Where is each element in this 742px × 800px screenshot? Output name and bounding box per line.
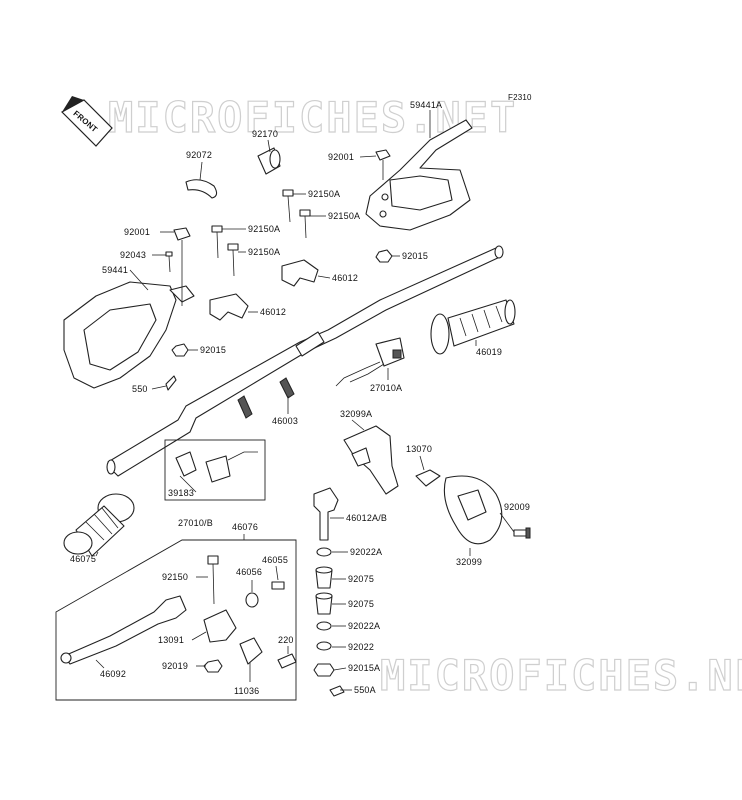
label-92150: 92150 (162, 572, 188, 582)
label-32099: 32099 (456, 557, 482, 567)
part-labels: 59441A 92170 92072 92001 92150A 92150A 9… (70, 100, 530, 696)
grip-right-46019 (430, 299, 516, 355)
label-92022: 92022 (348, 642, 374, 652)
pin-92043 (165, 251, 173, 273)
label-46076: 46076 (232, 522, 258, 532)
nut-92019 (203, 659, 223, 673)
front-arrow-icon: FRONT (61, 96, 113, 147)
part-46055 (271, 581, 285, 590)
clamp-46012-upper (281, 259, 319, 287)
label-46075: 46075 (70, 554, 96, 564)
label-46055: 46055 (262, 555, 288, 565)
collar-92170 (257, 147, 281, 175)
bracket-13091 (203, 609, 237, 643)
switch-27010B (205, 451, 258, 483)
label-92072: 92072 (186, 150, 212, 160)
label-92150A-4: 92150A (248, 247, 280, 257)
label-46012-2: 46012 (260, 307, 286, 317)
label-550: 550 (132, 384, 148, 394)
screw-220 (277, 653, 297, 669)
label-46092: 46092 (100, 669, 126, 679)
screw-92009 (513, 527, 531, 539)
label-46003: 46003 (272, 416, 298, 426)
label-59441A: 59441A (410, 100, 442, 110)
label-13091: 13091 (158, 635, 184, 645)
label-92150A-3: 92150A (248, 224, 280, 234)
label-92001-top: 92001 (328, 152, 354, 162)
handguard-left-59441 (63, 281, 195, 389)
watermark-bottom: MICROFICHES.NET (380, 651, 742, 700)
label-39183: 39183 (168, 488, 194, 498)
spacer-stack (313, 547, 345, 697)
part-46056 (245, 592, 259, 608)
label-550A: 550A (354, 685, 376, 695)
switch-27010A (335, 337, 405, 387)
nut-92015-top (375, 249, 393, 263)
label-92019: 92019 (162, 661, 188, 671)
label-46056: 46056 (236, 567, 262, 577)
label-92043: 92043 (120, 250, 146, 260)
label-92015-left: 92015 (200, 345, 226, 355)
label-92150A-1: 92150A (308, 189, 340, 199)
holder-32099A (343, 425, 399, 495)
clamp-11036 (239, 637, 263, 665)
handguard-right-59441A (365, 119, 473, 231)
label-92001-left: 92001 (124, 227, 150, 237)
part-13070 (415, 469, 441, 487)
bolt-92001-left (173, 227, 191, 306)
label-92075-2: 92075 (348, 599, 374, 609)
box-27010B (164, 439, 266, 501)
label-92022A-2: 92022A (348, 621, 380, 631)
label-46012-1: 46012 (332, 273, 358, 283)
label-13070: 13070 (406, 444, 432, 454)
label-92022A-1: 92022A (350, 547, 382, 557)
label-92150A-2: 92150A (328, 211, 360, 221)
clip-550 (165, 375, 177, 391)
bolt-92150 (207, 555, 219, 605)
diagram-code: F2310 (508, 93, 532, 102)
label-27010B: 27010/B (178, 518, 213, 528)
box-46076 (55, 539, 297, 701)
label-27010A: 27010A (370, 383, 402, 393)
nut-92015-left (171, 343, 189, 357)
label-92170: 92170 (252, 129, 278, 139)
label-92075-1: 92075 (348, 574, 374, 584)
cover-32099 (443, 475, 503, 545)
riser-46012AB (313, 487, 339, 541)
lever-46092 (60, 595, 187, 665)
label-92015-top: 92015 (402, 251, 428, 261)
bolts-92150A (211, 189, 311, 277)
label-92009: 92009 (504, 502, 530, 512)
clamp-46012-lower (209, 293, 249, 321)
grip-left-46075 (63, 493, 135, 557)
label-59441: 59441 (102, 265, 128, 275)
band-92072 (185, 179, 218, 199)
label-11036: 11036 (234, 686, 259, 696)
label-46012AB: 46012A/B (346, 513, 387, 523)
leader-lines (95, 110, 515, 691)
bolt-92001-top (375, 149, 391, 180)
label-92015A: 92015A (348, 663, 380, 673)
label-220: 220 (278, 635, 294, 645)
label-32099A: 32099A (340, 409, 372, 419)
handlebar-46003 (106, 245, 504, 477)
clamp-39183 (175, 451, 197, 477)
label-46019: 46019 (476, 347, 502, 357)
